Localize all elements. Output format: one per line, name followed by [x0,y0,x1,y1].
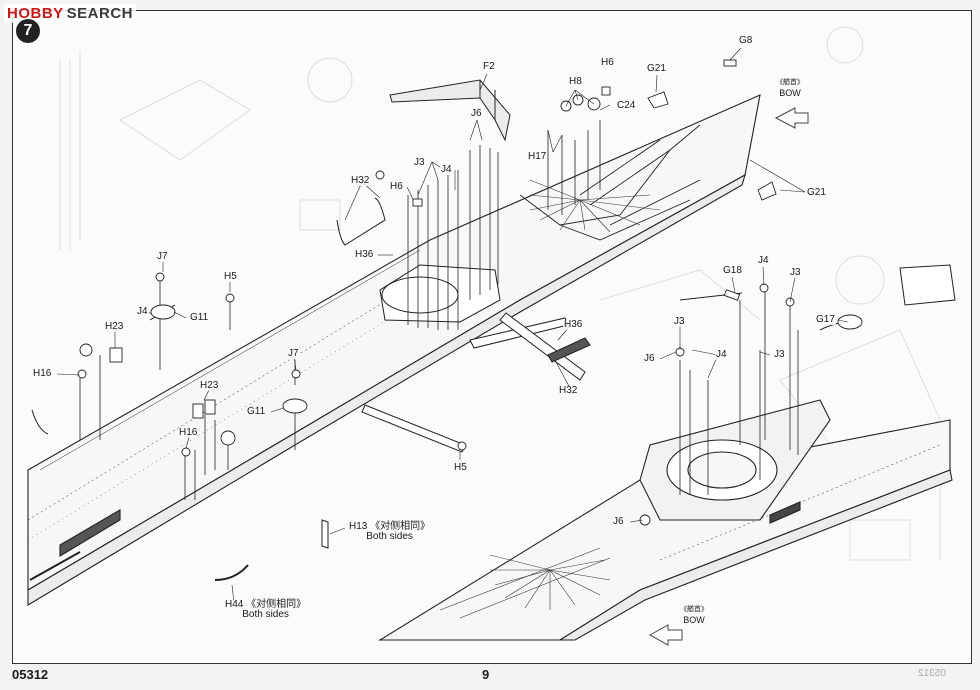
upper-hull-deck [27,94,761,606]
part-label: J3 [789,267,802,278]
part-label: C24 [616,100,637,111]
part-label: G18 [722,265,743,276]
part-label: H5 [223,271,238,282]
part-label: H32 [558,385,579,396]
bow-chain-rays [529,179,661,233]
logo-hobby: HOBBY [7,5,64,22]
h44-part: H44 [225,599,244,610]
bow-fittings [519,124,701,241]
pole-masts [79,120,799,500]
kit-code: 05312 [12,667,49,682]
part-label: J6 [643,353,656,364]
h13-en-note: Both sides [366,531,413,542]
h13-cn-note: 《对侧相同》 [370,521,431,532]
part-label: H16 [178,427,199,438]
part-label: J7 [156,251,169,262]
part-label: H36 [563,319,584,330]
h44-callout: H44 《对侧相同》 Both sides [224,599,308,620]
bow-en: BOW [683,615,705,625]
stern-chain-rays [439,547,611,619]
part-label: J3 [673,316,686,327]
h13-callout: H13 《对侧相同》 Both sides [348,521,432,542]
show-through-background [59,26,941,561]
part-label: H6 [389,181,404,192]
h44-en-note: Both sides [242,609,289,620]
part-label: H32 [350,175,371,186]
small-fittings [77,59,863,526]
bow-en: BOW [779,88,801,98]
part-label: H6 [600,57,615,68]
part-label: J4 [757,255,770,266]
bow-cn: 《艏首》 [680,606,708,613]
h13-part: H13 [349,521,368,532]
part-label: H16 [32,368,53,379]
part-label: J4 [715,349,728,360]
page-number: 9 [482,667,490,682]
part-label: J4 [136,306,149,317]
part-label: J6 [612,516,625,527]
part-label: G21 [806,187,827,198]
bow-label-upper: 《艏首》 BOW [776,78,804,98]
part-label: J6 [470,108,483,119]
part-label: J4 [440,164,453,175]
bow-label-lower: 《艏首》 BOW [680,605,708,625]
part-label: G11 [246,406,267,417]
step-number-badge: 7 [16,19,40,43]
part-label: J7 [287,348,300,359]
logo-search: SEARCH [66,5,134,22]
watermark-logo: HOBBY SEARCH [4,4,137,23]
part-label: G11 [189,312,210,323]
part-label: H17 [527,151,548,162]
part-label: H5 [453,462,468,473]
part-label: H23 [104,321,125,332]
part-label: H23 [199,380,220,391]
part-label: J3 [413,157,426,168]
part-label: J3 [773,349,786,360]
bow-arrows [648,107,809,646]
bow-cn: 《艏首》 [776,79,804,86]
part-label: H8 [568,76,583,87]
part-label: F2 [482,61,496,72]
part-label: G8 [738,35,754,46]
part-label: G17 [815,314,836,325]
part-label: H36 [354,249,375,260]
h44-cn-note: 《对侧相同》 [246,599,307,610]
mirrored-bleed-code: 05312 [918,668,946,679]
lower-hull-deck [378,399,953,641]
radar-antenna-f2 [389,79,511,142]
part-label: G21 [646,63,667,74]
